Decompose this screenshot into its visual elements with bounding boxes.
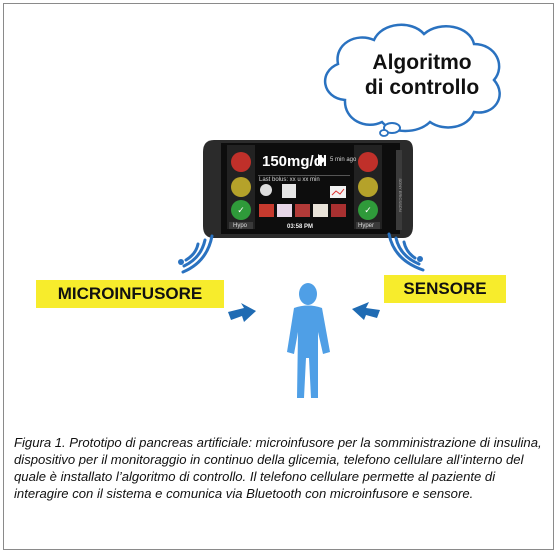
sensore-label: SENSORE [384, 275, 506, 303]
thought-cloud [323, 23, 501, 137]
arrow-right-icon [228, 303, 256, 322]
svg-text:✓: ✓ [364, 205, 372, 215]
patient-silhouette [287, 283, 330, 398]
smartphone: ✓ ✓ SONY ERICSSON [203, 140, 413, 238]
diagram-canvas: ✓ ✓ SONY ERICSSON [178, 23, 501, 398]
wireless-signal-right-icon [387, 232, 425, 272]
phone-right-button: Hyper [358, 223, 375, 229]
wireless-signal-left-icon [178, 234, 214, 274]
svg-text:✓: ✓ [237, 205, 245, 215]
phone-glucose-value: 150mg/dl [262, 153, 328, 170]
cloud-line-2: di controllo [364, 76, 480, 99]
microinfusore-label: MICROINFUSORE [36, 280, 224, 308]
cloud-label: Algoritmo di controllo [352, 50, 492, 100]
cloud-line-1: Algoritmo [372, 51, 472, 74]
arrow-left-icon [352, 302, 380, 320]
phone-last-bolus: Last bolus: xx u xx min [259, 177, 320, 183]
phone-left-button: Hypo [233, 223, 248, 229]
phone-time: 03:58 PM [287, 224, 314, 230]
phone-trend-note: 5 min ago [330, 157, 357, 163]
svg-text:SONY ERICSSON: SONY ERICSSON [398, 178, 403, 211]
figure-caption: Figura 1. Prototipo di pancreas artifici… [14, 435, 542, 501]
